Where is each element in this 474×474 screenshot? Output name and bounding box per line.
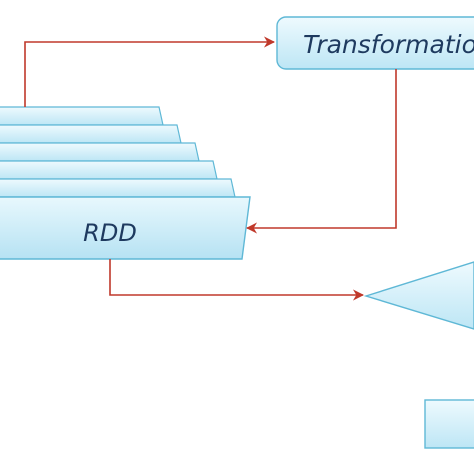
- rdd-label: RDD: [83, 219, 137, 247]
- rdd-layer-3: [0, 142, 200, 162]
- rdd-layer-2: [0, 124, 182, 144]
- rdd-layer-1: [0, 106, 164, 126]
- transformation-node: Transformatio: [276, 16, 474, 70]
- arrow-transformation-to-rdd: [245, 69, 397, 234]
- transformation-box: [276, 16, 474, 70]
- transformation-label: Transformatio: [303, 30, 474, 59]
- arrow-rdd-to-transformation: [24, 36, 276, 107]
- rdd-layer-5: [0, 178, 236, 198]
- rdd-layer-4: [0, 160, 218, 180]
- arrows: [24, 36, 397, 301]
- result-box: [424, 399, 474, 449]
- rdd-box: [0, 196, 251, 260]
- rdd-stack: RDD: [0, 106, 251, 260]
- arrow-rdd-to-action: [109, 259, 365, 301]
- action-triangle: [363, 261, 474, 330]
